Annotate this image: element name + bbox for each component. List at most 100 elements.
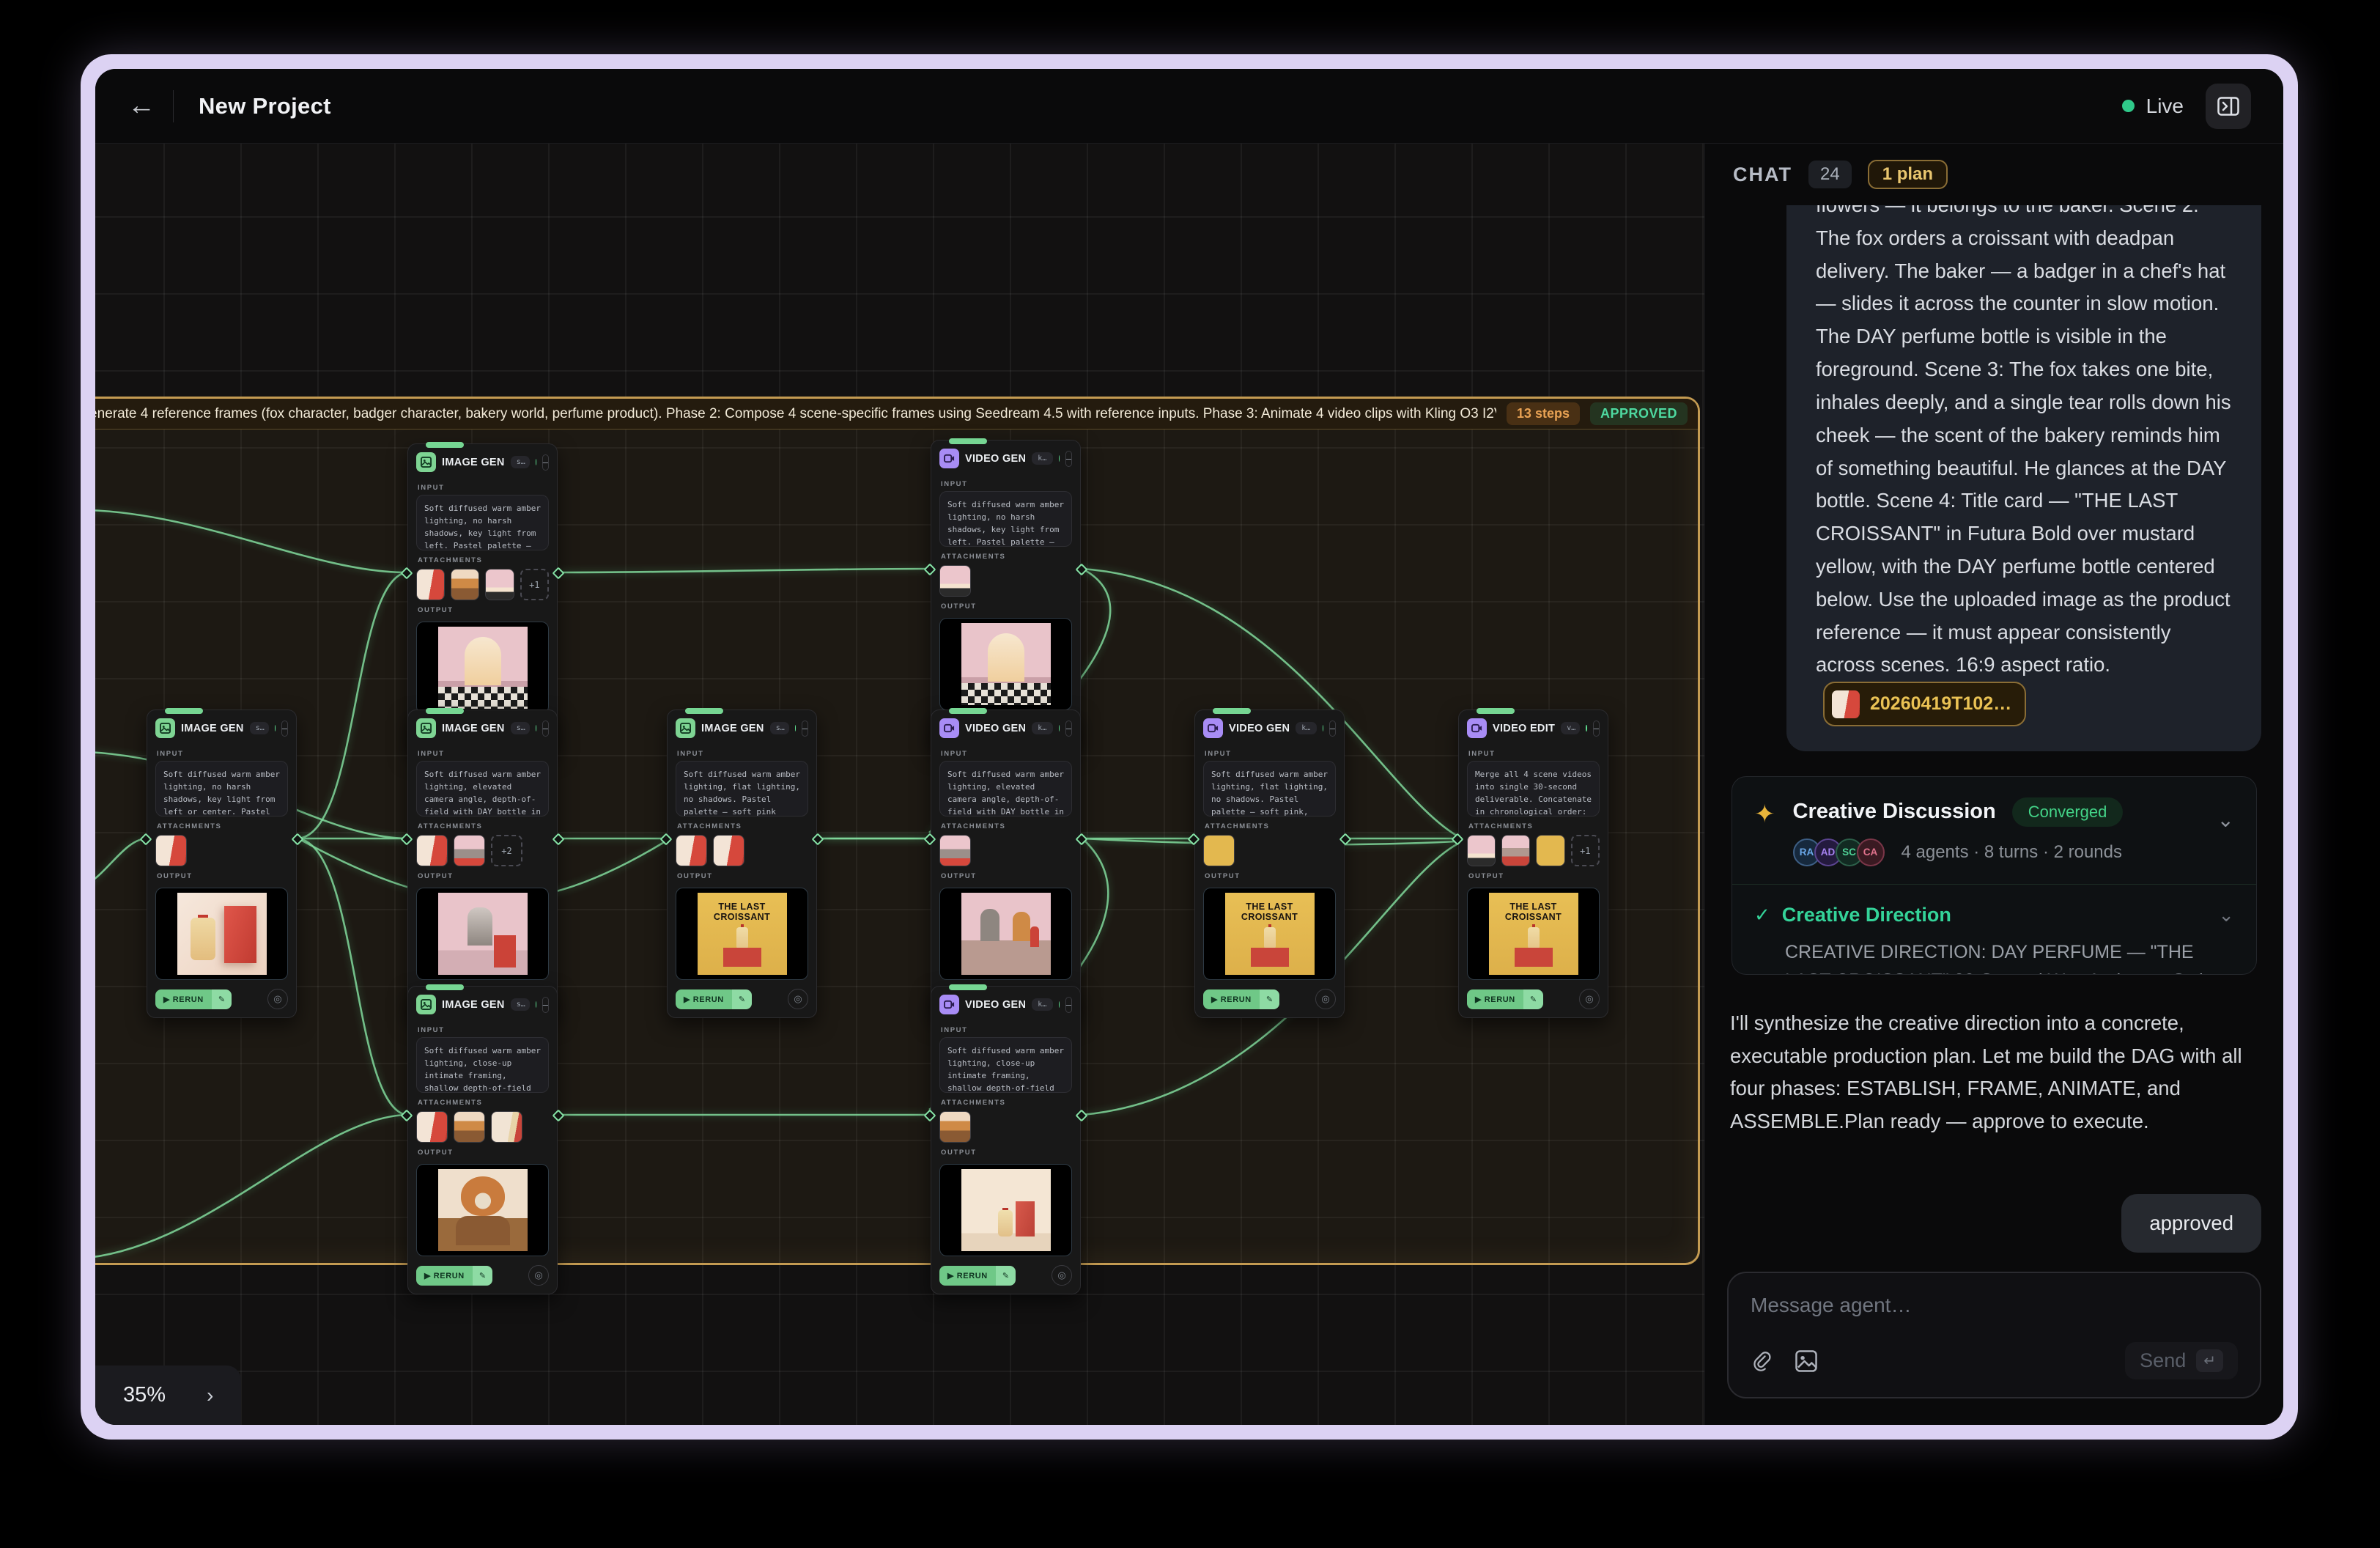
node-output-frame[interactable] — [416, 888, 549, 980]
chevron-right-icon[interactable]: › — [207, 1383, 214, 1407]
rerun-button[interactable]: ▶ RERUN ✎ — [1203, 989, 1280, 1009]
insert-image-button[interactable] — [1795, 1349, 1818, 1373]
attachment-thumbnail-product[interactable] — [416, 835, 448, 866]
attachment-thumbnail-title[interactable] — [1536, 835, 1565, 866]
node-minimize-button[interactable]: – — [281, 720, 288, 737]
attachment-thumbnail-bakery[interactable] — [1467, 835, 1496, 866]
edit-prompt-button[interactable]: ✎ — [1523, 989, 1544, 1009]
focus-node-button[interactable]: ◎ — [267, 989, 288, 1009]
node-output-frame[interactable] — [416, 1164, 549, 1256]
node-input-prompt[interactable]: Soft diffused warm amber lighting, close… — [939, 1037, 1072, 1093]
rerun-button[interactable]: ▶ RERUN ✎ — [416, 1265, 493, 1286]
node-output-frame[interactable] — [939, 618, 1072, 710]
rerun-button[interactable]: ▶ RERUN ✎ — [1467, 989, 1544, 1009]
focus-node-button[interactable]: ◎ — [1052, 1265, 1072, 1286]
attachment-thumbnail-badger[interactable] — [939, 835, 971, 866]
attachment-thumbnail-counter[interactable] — [1501, 835, 1531, 866]
node-minimize-button[interactable]: – — [1065, 720, 1072, 737]
node-input-prompt[interactable]: Soft diffused warm amber lighting, no ha… — [939, 491, 1072, 547]
focus-node-button[interactable]: ◎ — [1579, 989, 1600, 1009]
node-output-image — [961, 893, 1051, 975]
node-status-dot — [1058, 725, 1060, 731]
dag-node-img-scene2[interactable]: IMAGE GEN seedream-4.5 – INPUT Soft diff… — [400, 708, 565, 1018]
dag-node-vid-merge[interactable]: VIDEO EDIT video-merge – INPUT Merge all… — [1451, 708, 1608, 1018]
node-output-frame[interactable]: THE LAST CROISSANT — [1467, 888, 1600, 980]
attachment-thumbnail-badger[interactable] — [454, 835, 485, 866]
node-input-prompt[interactable]: Soft diffused warm amber lighting, no ha… — [416, 495, 549, 550]
more-attachments-badge[interactable]: +1 — [1570, 835, 1600, 866]
attachment-chip[interactable]: 20260419T102… — [1823, 682, 2027, 726]
rerun-button[interactable]: ▶ RERUN ✎ — [155, 989, 232, 1009]
attachment-thumbnail-bakery[interactable] — [939, 565, 971, 597]
node-output-frame[interactable] — [939, 888, 1072, 980]
attachment-thumbnail-bottle[interactable] — [491, 1111, 522, 1143]
dag-node-img-scene3[interactable]: IMAGE GEN seedream-4.5 – INPUT Soft diff… — [400, 984, 565, 1294]
dag-node-img-title[interactable]: IMAGE GEN seedream-4.5 – INPUT Soft diff… — [659, 708, 824, 1018]
edit-prompt-button[interactable]: ✎ — [995, 1265, 1016, 1286]
message-input-box[interactable]: Message agent… — [1727, 1272, 2261, 1398]
edit-prompt-button[interactable]: ✎ — [472, 1265, 493, 1286]
node-output-frame[interactable] — [416, 622, 549, 714]
focus-node-button[interactable]: ◎ — [1315, 989, 1336, 1009]
dag-canvas[interactable]: Phase 1: Generate 4 reference frames (fo… — [95, 144, 1704, 1425]
node-input-prompt[interactable]: Soft diffused warm amber lighting, flat … — [1203, 761, 1336, 817]
node-minimize-button[interactable]: – — [542, 720, 549, 737]
rerun-button[interactable]: ▶ RERUN ✎ — [676, 989, 753, 1009]
more-attachments-badge[interactable]: +2 — [491, 835, 522, 866]
node-output-frame[interactable] — [155, 888, 288, 980]
node-output-frame[interactable]: THE LAST CROISSANT — [676, 888, 808, 980]
chat-messages[interactable]: flowers — it belongs to the baker. Scene… — [1705, 205, 2283, 1253]
node-minimize-button[interactable]: – — [1592, 720, 1600, 737]
dag-node-img-product[interactable]: IMAGE GEN seedream-4.5 – INPUT Soft diff… — [139, 708, 304, 1018]
node-minimize-button[interactable]: – — [542, 454, 549, 471]
dag-node-img-scene1[interactable]: IMAGE GEN seedream-4.5 – INPUT Soft diff… — [400, 442, 565, 752]
chevron-down-icon[interactable]: ⌄ — [2218, 903, 2234, 926]
node-minimize-button[interactable]: – — [1328, 720, 1336, 737]
node-input-prompt[interactable]: Soft diffused warm amber lighting, flat … — [676, 761, 808, 817]
focus-node-button[interactable]: ◎ — [788, 989, 808, 1009]
dag-node-vid-title[interactable]: VIDEO GEN kling-video-o3-pr… – INPUT Sof… — [1187, 708, 1352, 1018]
edit-prompt-button[interactable]: ✎ — [1259, 989, 1280, 1009]
node-output-frame[interactable]: THE LAST CROISSANT — [1203, 888, 1336, 980]
node-input-prompt[interactable]: Soft diffused warm amber lighting, no ha… — [155, 761, 288, 817]
rerun-button[interactable]: ▶ RERUN ✎ — [939, 1265, 1016, 1286]
back-button[interactable]: ← — [128, 90, 155, 121]
node-minimize-button[interactable]: – — [542, 996, 549, 1013]
chat-plan-badge[interactable]: 1 plan — [1867, 160, 1948, 189]
attachment-thumbnail-bakery[interactable] — [485, 569, 514, 600]
attachment-thumbnail-product[interactable] — [155, 835, 187, 866]
zoom-control[interactable]: 35% › — [95, 1365, 242, 1425]
node-minimize-button[interactable]: – — [1065, 996, 1072, 1013]
attachment-thumbnail-title[interactable] — [1203, 835, 1235, 866]
node-output-frame[interactable] — [939, 1164, 1072, 1256]
attachment-thumbnail-product[interactable] — [416, 1111, 448, 1143]
dag-node-vid-scene3[interactable]: VIDEO GEN kling-video-o3-pr… – INPUT Sof… — [923, 984, 1088, 1294]
edit-prompt-button[interactable]: ✎ — [211, 989, 232, 1009]
plan-group-frame[interactable]: Phase 1: Generate 4 reference frames (fo… — [95, 397, 1700, 1265]
dag-node-vid-scene2[interactable]: VIDEO GEN kling-video-o3-pr… – INPUT Sof… — [923, 708, 1088, 1018]
toggle-sidebar-button[interactable] — [2206, 83, 2251, 129]
node-minimize-button[interactable]: – — [801, 720, 808, 737]
attachment-thumbnail-product[interactable] — [416, 569, 446, 600]
focus-node-button[interactable]: ◎ — [528, 1265, 549, 1286]
message-input-placeholder[interactable]: Message agent… — [1751, 1294, 1912, 1316]
dag-node-vid-scene1[interactable]: VIDEO GEN kling-video-o3-pr… – INPUT Sof… — [923, 438, 1088, 748]
node-input-prompt[interactable]: Soft diffused warm amber lighting, close… — [416, 1037, 549, 1093]
send-button[interactable]: Send ↵ — [2125, 1342, 2238, 1379]
attachment-thumbnail-product[interactable] — [676, 835, 707, 866]
edit-prompt-button[interactable]: ✎ — [731, 989, 753, 1009]
more-attachments-badge[interactable]: +1 — [520, 569, 549, 600]
node-input-prompt[interactable]: Soft diffused warm amber lighting, eleva… — [939, 761, 1072, 817]
node-input-prompt[interactable]: Merge all 4 scene videos into single 30-… — [1467, 761, 1600, 817]
chevron-down-icon[interactable]: ⌄ — [2217, 808, 2234, 831]
red-plinth-graphic — [722, 947, 761, 967]
attachment-thumbnail-foxchar[interactable] — [939, 1111, 971, 1143]
attachment-thumbnail-product[interactable] — [713, 835, 744, 866]
attachment-thumbnail-foxchar[interactable] — [454, 1111, 485, 1143]
attachment-thumbnail-foxchar[interactable] — [451, 569, 480, 600]
node-minimize-button[interactable]: – — [1065, 450, 1072, 467]
node-input-prompt[interactable]: Soft diffused warm amber lighting, eleva… — [416, 761, 549, 817]
creative-direction-section[interactable]: ✓ Creative Direction ⌄ CREATIVE DIRECTIO… — [1732, 885, 2256, 974]
attach-file-button[interactable] — [1751, 1349, 1773, 1373]
